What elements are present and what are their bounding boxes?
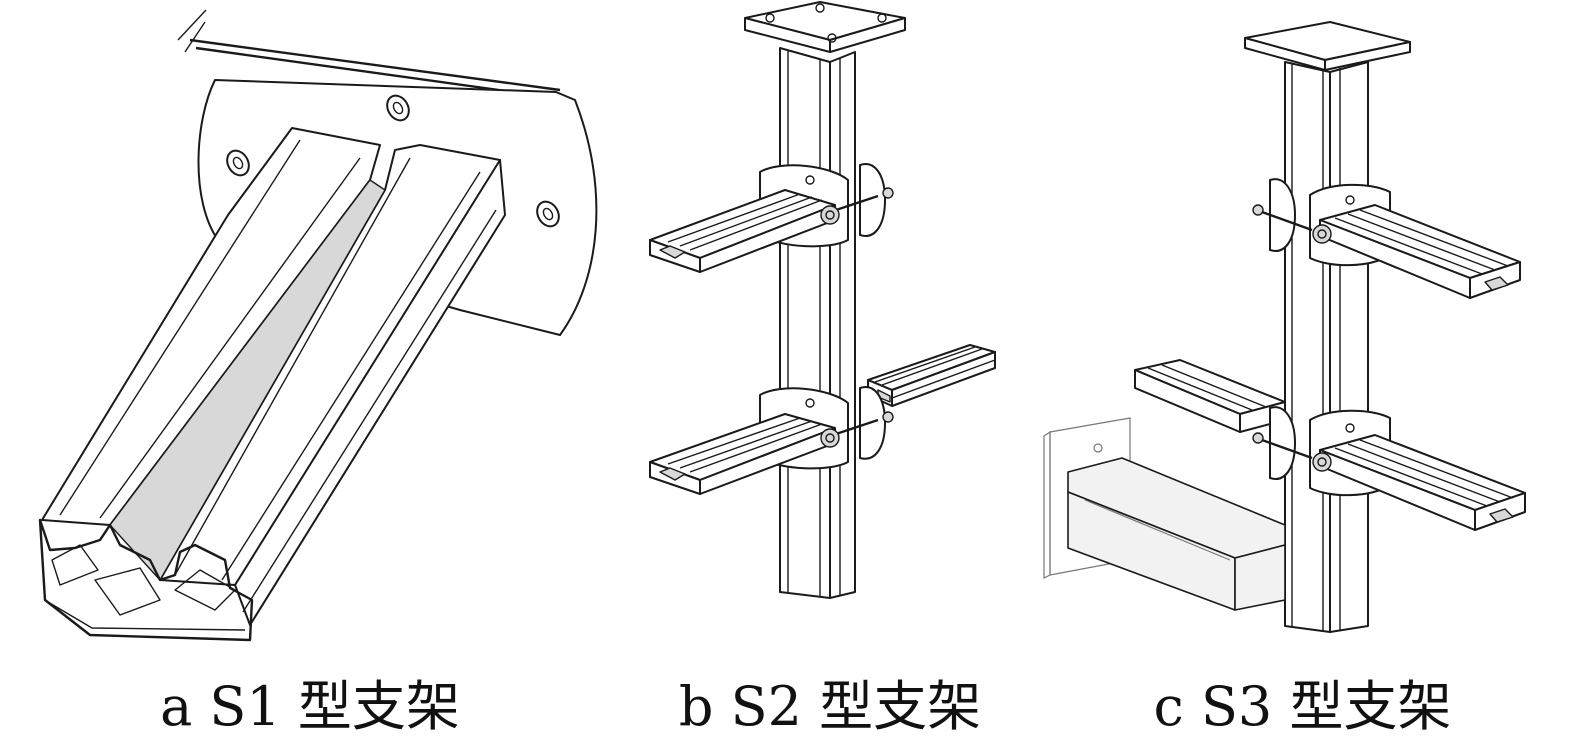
bolt-hole bbox=[536, 200, 560, 228]
cantilever-beam bbox=[1067, 457, 1286, 611]
s3-bracket-drawing bbox=[1043, 21, 1526, 633]
top-plate bbox=[1244, 21, 1411, 71]
channel-arm bbox=[1319, 204, 1521, 299]
left-arm bbox=[1134, 359, 1286, 433]
vertical-post bbox=[779, 47, 856, 599]
channel-arm bbox=[649, 189, 836, 273]
vertical-post bbox=[1284, 61, 1369, 633]
channel-arm bbox=[649, 413, 836, 495]
bolt-hole bbox=[386, 94, 410, 122]
upper-arm-assembly bbox=[1252, 178, 1521, 299]
caption-s3: c S3 型支架 bbox=[1153, 675, 1452, 738]
bolt-hole bbox=[226, 149, 250, 177]
lower-arm-assembly bbox=[649, 386, 894, 495]
upper-arm-assembly bbox=[649, 163, 894, 273]
top-plate bbox=[744, 1, 906, 53]
s1-bracket-drawing bbox=[38, 9, 598, 642]
channel-arm bbox=[38, 127, 506, 642]
caption-s1: a S1 型支架 bbox=[160, 675, 460, 738]
rear-arm bbox=[867, 344, 996, 407]
s2-bracket-drawing bbox=[649, 1, 996, 599]
lower-arm-assembly bbox=[1252, 406, 1526, 531]
panel-s3-bracket: c S3 型支架 bbox=[1030, 0, 1575, 754]
panel-s2-bracket: b S2 型支架 bbox=[620, 0, 1040, 754]
panel-s1-bracket: a S1 型支架 bbox=[0, 0, 620, 754]
caption-s2: b S2 型支架 bbox=[678, 675, 982, 738]
channel-arm bbox=[1319, 434, 1526, 531]
